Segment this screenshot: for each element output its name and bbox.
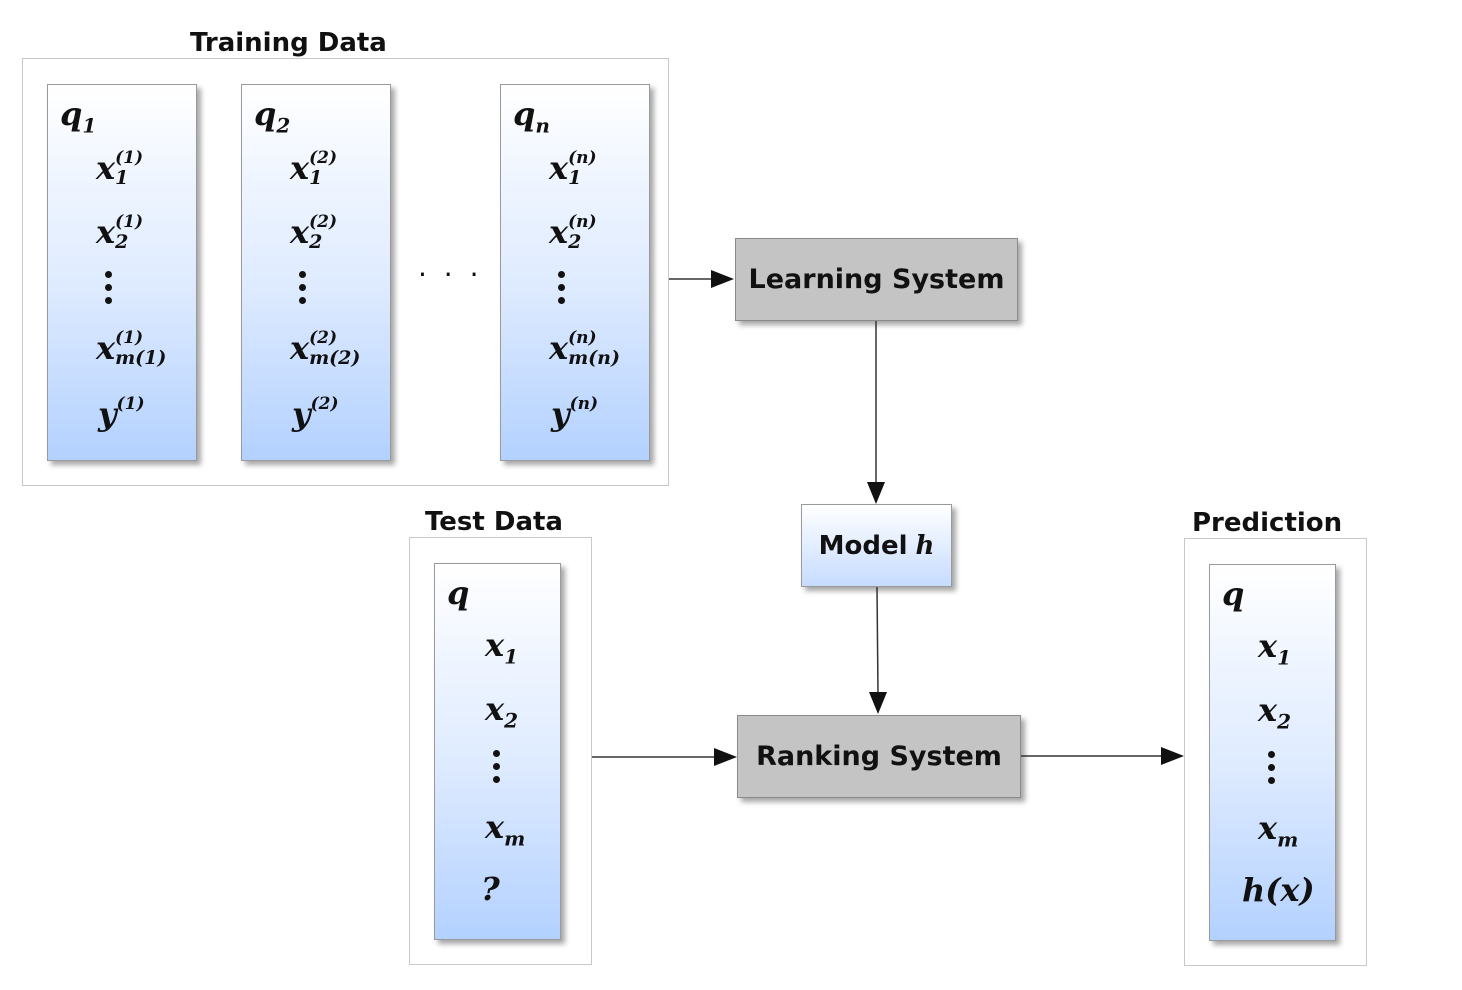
- arrow-model-to-ranking: [869, 586, 887, 714]
- vertical-ellipsis: [105, 271, 113, 310]
- query-label: qn: [513, 95, 550, 138]
- training-query-column-n: qn x(n)1 x(n)2 x(n)m(n) y(n): [500, 84, 650, 461]
- query-label: q: [447, 574, 470, 612]
- feature-vector: x1: [1258, 627, 1291, 670]
- feature-vector: xm: [1258, 809, 1299, 852]
- arrow-ranking-to-prediction: [1021, 747, 1184, 765]
- ranking-system-box: Ranking System: [737, 715, 1021, 798]
- feature-vector: x2: [1258, 691, 1291, 734]
- relevance-label: y(2): [292, 394, 339, 433]
- feature-vector: x1: [485, 626, 518, 669]
- feature-vector: x(2)1: [290, 148, 337, 189]
- training-query-column-1: q1 x(1)1 x(1)2 x(1)m(1) y(1): [47, 84, 197, 461]
- vertical-ellipsis: [299, 271, 307, 310]
- feature-vector: x(1)2: [96, 212, 143, 253]
- vertical-ellipsis: [558, 271, 566, 310]
- feature-vector: x(2)2: [290, 212, 337, 253]
- prediction-title: Prediction: [1192, 508, 1343, 538]
- test-query-column: q x1 x2 xm ?: [434, 563, 561, 940]
- columns-ellipsis: · · ·: [418, 258, 483, 291]
- learning-system-box: Learning System: [735, 238, 1018, 321]
- feature-vector: x(n)2: [549, 212, 597, 253]
- feature-vector: x(1)1: [96, 148, 143, 189]
- test-data-title: Test Data: [425, 507, 563, 537]
- relevance-label: y(1): [98, 394, 145, 433]
- vertical-ellipsis: [493, 750, 501, 789]
- training-data-title: Training Data: [190, 28, 387, 58]
- feature-vector: x(2)m(2): [290, 328, 361, 369]
- feature-vector: x(n)m(n): [549, 328, 620, 369]
- unknown-label: ?: [481, 870, 500, 908]
- query-label: q: [1222, 575, 1245, 613]
- feature-vector: xm: [485, 808, 526, 851]
- feature-vector: x(1)m(1): [96, 328, 167, 369]
- query-label: q1: [60, 95, 97, 138]
- arrow-test-to-ranking: [592, 748, 737, 766]
- query-label: q2: [254, 95, 291, 138]
- feature-vector: x(n)1: [549, 148, 597, 189]
- arrow-learning-to-model: [867, 321, 885, 504]
- relevance-label: y(n): [551, 394, 599, 433]
- vertical-ellipsis: [1268, 751, 1276, 790]
- training-query-column-2: q2 x(2)1 x(2)2 x(2)m(2) y(2): [241, 84, 391, 461]
- feature-vector: x2: [485, 690, 518, 733]
- predicted-score: h(x): [1242, 871, 1315, 909]
- prediction-query-column: q x1 x2 xm h(x): [1209, 564, 1336, 941]
- arrow-training-to-learning: [669, 270, 734, 288]
